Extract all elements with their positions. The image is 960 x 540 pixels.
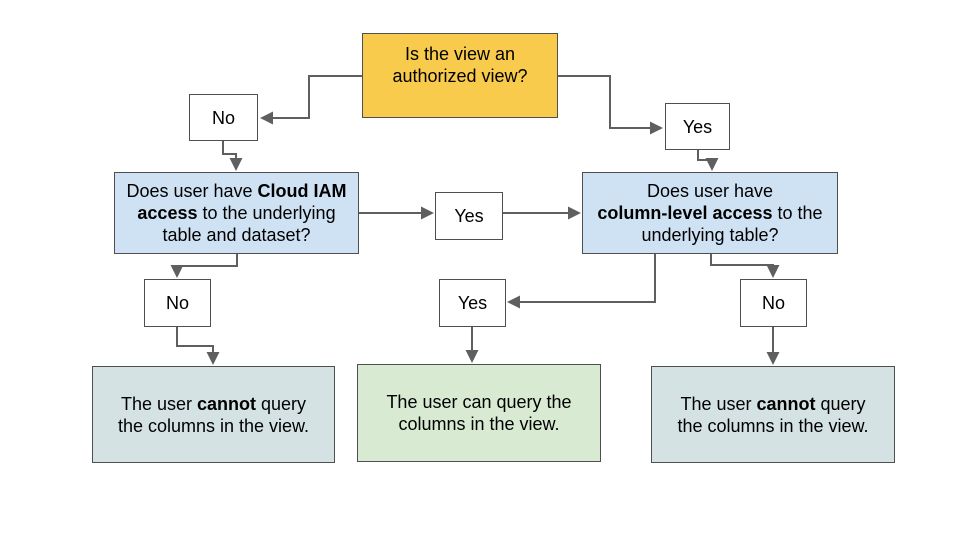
text-line: authorized view? xyxy=(392,66,528,86)
choice-label: No xyxy=(165,293,189,313)
text-segment-bold: Cloud IAM xyxy=(257,181,347,201)
choice-no-left: No xyxy=(144,279,211,327)
text-segment-bold: access xyxy=(137,203,198,223)
choice-yes-bottom: Yes xyxy=(439,279,506,327)
text-line: table and dataset? xyxy=(162,225,311,245)
text-segment-bold: cannot xyxy=(197,393,257,414)
text-line: The user cannot query xyxy=(121,393,306,415)
text-line: Does user have xyxy=(646,181,774,201)
choice-label: Yes xyxy=(454,206,484,226)
text-segment: Does user have xyxy=(126,181,258,201)
text-segment-bold: column-level access xyxy=(597,203,773,223)
text-line: the columns in the view. xyxy=(677,415,869,436)
choice-no-right: No xyxy=(740,279,807,327)
connector-root-to-no-top xyxy=(260,75,362,125)
outcome-cannot-query-left: The user cannot query the columns in the… xyxy=(92,366,335,463)
text-segment: The user xyxy=(120,393,197,414)
text-segment: query xyxy=(815,393,866,414)
connector-no-left-to-outcome-left xyxy=(176,327,220,365)
choice-label: No xyxy=(211,107,235,128)
choice-label: Yes xyxy=(682,116,713,137)
outcome-can-query: The user can query the columns in the vi… xyxy=(357,364,601,462)
connector-no-top-to-q-iam xyxy=(222,141,243,171)
decision-cloud-iam-access: Does user have Cloud IAM access to the u… xyxy=(114,172,359,254)
connector-q-iam-to-no-left xyxy=(170,254,238,278)
text-line: Is the view an xyxy=(404,44,516,64)
choice-yes-mid: Yes xyxy=(435,192,503,240)
text-segment: to the xyxy=(772,203,823,223)
outcome-cannot-query-right: The user cannot query the columns in the… xyxy=(651,366,895,463)
choice-yes-top: Yes xyxy=(665,103,730,150)
connector-q-column-to-yes-bottom xyxy=(507,254,656,309)
text-line: Does user have Cloud IAM xyxy=(126,180,346,202)
text-segment: to the underlying xyxy=(197,203,336,223)
connector-yes-top-to-q-column xyxy=(697,150,719,171)
text-segment-bold: cannot xyxy=(756,393,816,414)
choice-label: No xyxy=(761,293,785,313)
text-line: The user cannot query xyxy=(680,393,865,415)
text-line: the columns in the view. xyxy=(117,415,310,436)
text-line: underlying table? xyxy=(641,225,779,245)
text-line: The user can query the xyxy=(386,392,572,412)
text-line: columns in the view. xyxy=(398,414,560,434)
decision-column-level-access: Does user have column-level access to th… xyxy=(582,172,838,254)
text-segment: The user xyxy=(680,393,757,414)
text-line: column-level access to the xyxy=(597,202,822,224)
decision-authorized-view: Is the view an authorized view? xyxy=(362,33,558,118)
connector-root-to-yes-top xyxy=(558,75,663,135)
connector-q-column-to-no-right xyxy=(710,254,780,278)
choice-label: Yes xyxy=(457,293,488,313)
text-segment: query xyxy=(256,393,307,414)
text-line: access to the underlying xyxy=(137,202,335,224)
choice-no-top: No xyxy=(189,94,258,141)
